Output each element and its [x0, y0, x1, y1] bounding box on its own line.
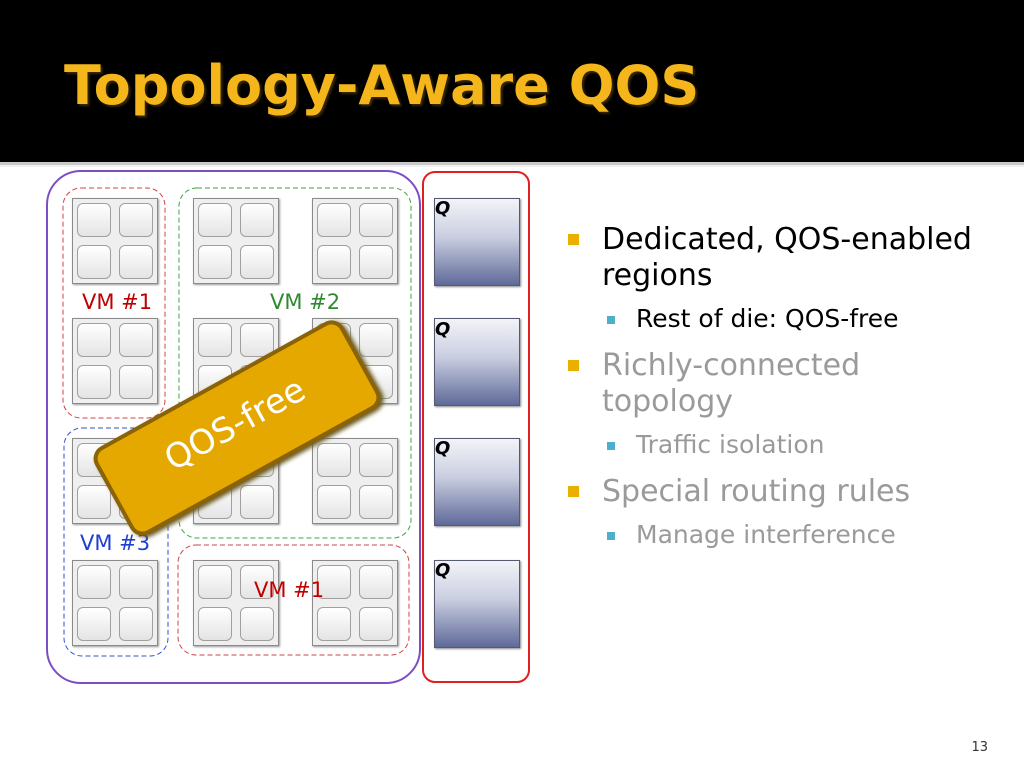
core-cell — [240, 245, 274, 279]
bullet-3-sub-text: Manage interference — [636, 520, 896, 549]
core-cell — [317, 485, 351, 519]
bullet-2: Richly-connected topology — [560, 348, 990, 420]
queue-label-4: Q — [435, 560, 451, 581]
core-cell — [317, 607, 351, 641]
vm-label-1: VM #1 — [82, 290, 153, 314]
vm-label-4: VM #1 — [254, 578, 325, 602]
core-cell — [119, 323, 153, 357]
bullet-3: Special routing rules — [560, 474, 990, 510]
bullet-1-sub-text: Rest of die: QOS-free — [636, 304, 899, 333]
qos-queue-3 — [434, 438, 520, 526]
core-cell — [240, 203, 274, 237]
core-cell — [77, 607, 111, 641]
core-cell — [198, 565, 232, 599]
core-cell — [119, 203, 153, 237]
core-cell — [240, 607, 274, 641]
vm1-bottom-region — [177, 544, 410, 656]
core-cell — [77, 485, 111, 519]
core-cell — [77, 323, 111, 357]
vm-label-2: VM #2 — [270, 290, 341, 314]
qos-queue-4 — [434, 560, 520, 648]
title-divider — [0, 162, 1024, 165]
qos-queue-2 — [434, 318, 520, 406]
core-cell — [119, 607, 153, 641]
core-cell — [317, 565, 351, 599]
core-cell — [119, 365, 153, 399]
vm1-top-region — [62, 187, 166, 419]
core-tile — [72, 198, 158, 284]
core-cell — [240, 565, 274, 599]
core-cell — [359, 485, 393, 519]
core-cell — [77, 565, 111, 599]
core-cell — [317, 245, 351, 279]
bullet-1-sub: Rest of die: QOS-free — [560, 304, 990, 334]
core-cell — [359, 565, 393, 599]
core-cell — [317, 443, 351, 477]
core-cell — [240, 485, 274, 519]
vm2-region — [178, 187, 412, 539]
bullet-square-icon — [607, 442, 615, 450]
core-cell — [240, 323, 274, 357]
queue-label-1: Q — [435, 198, 451, 219]
bullet-list: Dedicated, QOS-enabled regions Rest of d… — [560, 222, 990, 564]
core-cell — [359, 443, 393, 477]
bullet-square-icon — [568, 360, 579, 371]
core-cell — [77, 203, 111, 237]
core-cell — [198, 323, 232, 357]
bullet-square-icon — [568, 486, 579, 497]
bullet-2-sub: Traffic isolation — [560, 430, 990, 460]
core-cell — [77, 245, 111, 279]
bullet-1-text: Dedicated, QOS-enabled regions — [602, 222, 972, 293]
core-cell — [119, 245, 153, 279]
qos-queue-1 — [434, 198, 520, 286]
core-tile — [72, 560, 158, 646]
core-cell — [198, 607, 232, 641]
page-number: 13 — [971, 740, 988, 755]
core-cell — [359, 323, 393, 357]
core-cell — [77, 365, 111, 399]
bullet-square-icon — [607, 316, 615, 324]
title-bar — [0, 0, 1024, 162]
die-outline — [46, 170, 421, 684]
bullet-3-text: Special routing rules — [602, 474, 911, 509]
title-divider-light — [0, 165, 1024, 167]
core-cell — [317, 203, 351, 237]
core-cell — [119, 565, 153, 599]
bullet-2-sub-text: Traffic isolation — [636, 430, 825, 459]
core-tile — [72, 318, 158, 404]
core-tile — [312, 198, 398, 284]
vm3-region — [63, 427, 169, 657]
core-tile — [193, 198, 279, 284]
queue-label-3: Q — [435, 438, 451, 459]
core-tile — [312, 560, 398, 646]
bullet-3-sub: Manage interference — [560, 520, 990, 550]
core-cell — [359, 607, 393, 641]
core-cell — [198, 245, 232, 279]
bullet-1: Dedicated, QOS-enabled regions — [560, 222, 990, 294]
bullet-2-text: Richly-connected topology — [602, 348, 861, 419]
core-cell — [359, 245, 393, 279]
core-cell — [198, 203, 232, 237]
slide-title: Topology-Aware QOS — [64, 54, 700, 117]
core-cell — [359, 203, 393, 237]
qos-region-outline — [422, 171, 530, 683]
bullet-square-icon — [607, 532, 615, 540]
core-tile — [193, 560, 279, 646]
queue-label-2: Q — [435, 319, 451, 340]
bullet-square-icon — [568, 234, 579, 245]
core-tile — [312, 438, 398, 524]
